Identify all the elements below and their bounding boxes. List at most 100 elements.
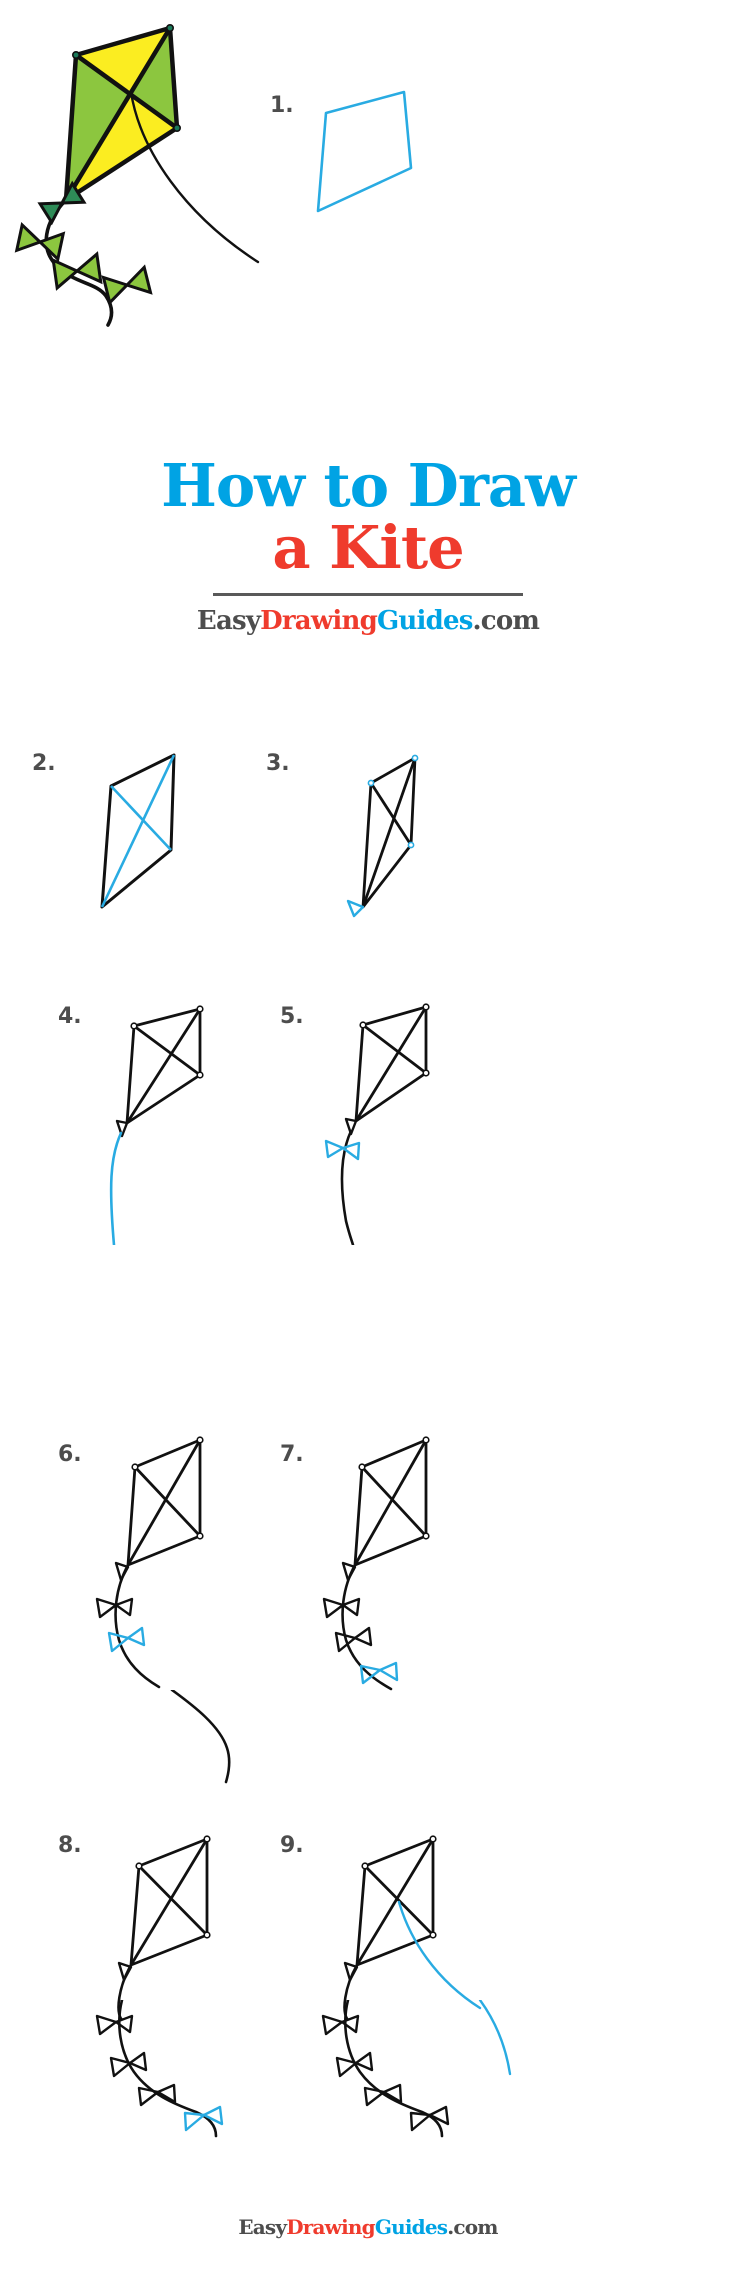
step-8-bow2-left [95, 2014, 118, 2036]
step-9-string-lower [478, 2000, 512, 2076]
step-4-vertex-top [196, 1005, 204, 1013]
step-5-tail-curve [340, 1129, 355, 1245]
step-6-tail-curve [114, 1563, 161, 1689]
footer-dotcom: .com [447, 2215, 498, 2239]
step-7-vertex-top [422, 1436, 430, 1444]
step-6-vertex-right [196, 1532, 204, 1540]
step-8-upper-tail-continuation [170, 1690, 231, 1784]
step-7-bow2-right [341, 1597, 361, 1617]
step-3-vertex-left [367, 779, 375, 787]
step-6-panel: 6. [24, 1425, 274, 1715]
step-3-bow-half [346, 899, 365, 918]
step-9-bow4-left [363, 2086, 386, 2107]
step-9-bow1-half [343, 1961, 359, 1982]
step-9-vertex-left [361, 1862, 369, 1870]
kite-panel-right [131, 28, 177, 128]
step-8-bow5-left [183, 2111, 206, 2132]
step-8-diagonal-b [138, 1865, 208, 1936]
brand-guides: Guides [376, 606, 473, 636]
step-7-diagonal-b [360, 1466, 428, 1537]
step-6-bow3-left [107, 1631, 130, 1653]
step-7-bow4-right [378, 1661, 399, 1682]
step-8-diagonal-a [129, 1838, 209, 1966]
step-6-number: 6. [58, 1442, 82, 1467]
step-6-bow1-half [114, 1561, 130, 1582]
step-9-vertex-right [429, 1931, 437, 1939]
step-8-bow4-left [137, 2086, 160, 2107]
step-7-bow1-half [341, 1561, 357, 1582]
kite-vertex-left [72, 50, 81, 59]
hero-flying-string [129, 90, 260, 264]
step-4-tail-curve [109, 1131, 123, 1245]
step-5-diagonal-a [354, 1006, 428, 1122]
step-7-bow4-left [359, 1664, 382, 1685]
step-9-number: 9. [280, 1833, 304, 1858]
hero-bow-3 [51, 251, 103, 291]
step-8-tail-panel [24, 2000, 284, 2180]
step-3-diagonal-a [361, 757, 417, 908]
brand-dotcom: .com [472, 606, 540, 636]
step-8-panel: 8. [24, 1690, 284, 2020]
step-8-bow5-right [202, 2105, 224, 2126]
step-2-number: 2. [32, 751, 56, 776]
step-9-bow5-left [409, 2111, 432, 2132]
hero-bow-1 [37, 180, 87, 226]
step-8-bow1-half [117, 1961, 133, 1982]
hero-bow-4 [101, 264, 153, 306]
hero-bow-2 [14, 221, 66, 263]
title-divider [213, 593, 523, 596]
step-7-bow3-left [334, 1631, 357, 1653]
kite-panel-left [66, 55, 131, 200]
step-2-diagonal-b [110, 785, 172, 851]
step-9-tail-lower [344, 2000, 444, 2138]
step-8-bow4-right [156, 2083, 177, 2104]
step-6-bow2-left [95, 1597, 118, 1619]
step-5-bow-half [344, 1117, 358, 1136]
step-4-vertex-left [130, 1022, 138, 1030]
step-9-diagonal-a [355, 1838, 435, 1966]
step-3-diagonal-b [369, 782, 413, 846]
title-block: How to Draw a Kite EasyDrawingGuides.com [0, 451, 736, 637]
step-7-panel: 7. [258, 1425, 508, 1715]
step-8-bow3-right [128, 2051, 148, 2072]
step-7-bow3-right [353, 1626, 373, 1647]
step-9-tail-panel [258, 2000, 558, 2180]
step-4-vertex-right [196, 1071, 204, 1079]
step-2-diagonal-a [100, 754, 176, 908]
step-6-diagonal-a [126, 1439, 202, 1566]
step-7-diagonal-a [353, 1439, 428, 1566]
kite-panel-bottom [66, 92, 177, 200]
step-9-diagonal-b [364, 1865, 434, 1936]
step-8-vertex-right [203, 1931, 211, 1939]
hero-tail-string [44, 198, 114, 327]
step-7-tail-curve [341, 1563, 393, 1691]
step-9-bow4-right [382, 2083, 403, 2104]
step-6-diagonal-b [133, 1466, 202, 1537]
footer-block: EasyDrawingGuides.com [0, 2215, 736, 2239]
step-7-vertex-right [422, 1532, 430, 1540]
step-9-bow3-right [354, 2051, 374, 2072]
step-7-bow2-left [322, 1597, 345, 1619]
step-7-vertex-left [358, 1463, 366, 1471]
step-9-flying-string [397, 1900, 482, 2010]
step-6-vertex-top [196, 1436, 204, 1444]
step-6-bow3-right [126, 1626, 146, 1647]
step-6-vertex-left [131, 1463, 139, 1471]
step-5-bow-right [341, 1141, 361, 1161]
footer-easy: Easy [238, 2215, 287, 2239]
step-1-number: 1. [270, 93, 294, 118]
footer-wordmark[interactable]: EasyDrawingGuides.com [0, 2215, 736, 2239]
hero-kite-body [63, 23, 182, 203]
step-8-number: 8. [58, 1833, 82, 1858]
step-9-bow5-right [428, 2105, 450, 2126]
brand-easy: Easy [196, 606, 261, 636]
step-3-vertex-top [411, 754, 419, 762]
title-line-1: How to Draw [161, 451, 576, 520]
step-3-number: 3. [266, 751, 290, 776]
kite-vertex-top [166, 23, 175, 32]
step-8-bow3-left [109, 2056, 132, 2078]
step-5-diagonal-b [362, 1023, 427, 1075]
hero-illustration [0, 0, 736, 330]
step-4-bow-half [115, 1119, 129, 1138]
kite-spar-vertical [64, 26, 172, 202]
